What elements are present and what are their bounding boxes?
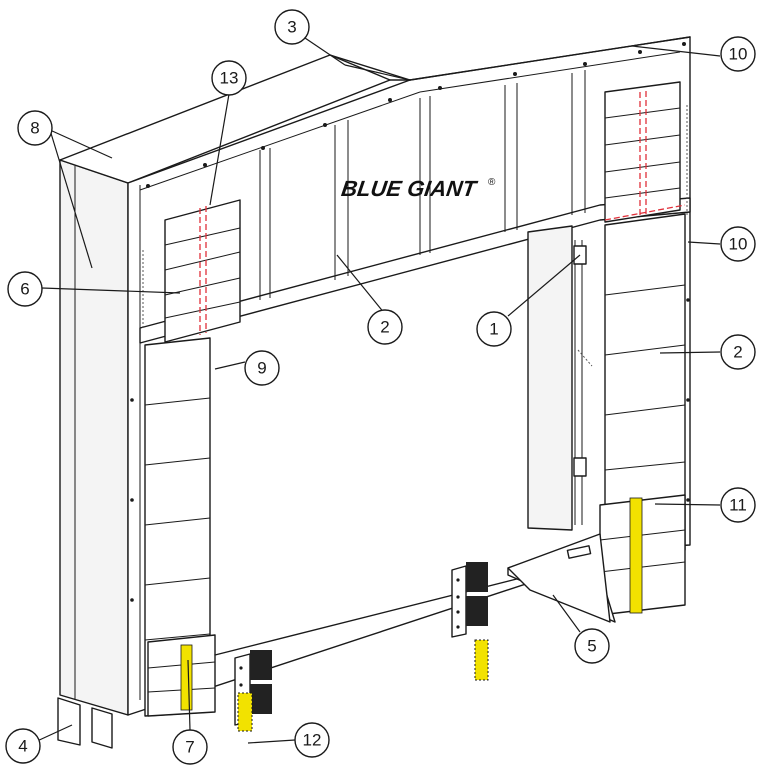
svg-text:11: 11 <box>729 496 747 515</box>
svg-text:10: 10 <box>729 45 748 64</box>
svg-text:4: 4 <box>18 737 27 756</box>
callout-2-center: 2 <box>367 309 403 345</box>
callout-13: 13 <box>211 60 247 96</box>
svg-text:9: 9 <box>257 359 266 378</box>
platform-plate <box>507 533 616 623</box>
callout-5: 5 <box>574 628 610 664</box>
right-side-curtain <box>599 105 688 616</box>
svg-text:1: 1 <box>489 320 498 339</box>
brand-logo-text: BLUE GIANT <box>340 176 480 201</box>
callout-7: 7 <box>172 729 208 765</box>
callout-1: 1 <box>476 311 512 347</box>
svg-text:13: 13 <box>220 69 239 88</box>
svg-text:3: 3 <box>287 18 296 37</box>
safety-sticker-right <box>474 639 489 681</box>
frame-bolts <box>130 42 690 602</box>
svg-text:5: 5 <box>587 637 596 656</box>
svg-text:10: 10 <box>729 235 748 254</box>
svg-text:8: 8 <box>30 119 39 138</box>
callout-11: 11 <box>720 487 756 523</box>
bumper-right <box>451 562 488 638</box>
callout-2-right: 2 <box>720 334 756 370</box>
left-side-curtain <box>142 250 216 717</box>
brand-registered-mark: ® <box>488 177 496 188</box>
leader-lines <box>34 37 721 744</box>
callout-3: 3 <box>274 9 310 45</box>
svg-text:6: 6 <box>20 280 29 299</box>
callout-6: 6 <box>7 271 43 307</box>
callout-9: 9 <box>244 350 280 386</box>
callout-12: 12 <box>294 722 330 758</box>
svg-text:2: 2 <box>733 343 742 362</box>
left-upper-curtain <box>164 199 241 343</box>
callout-8: 8 <box>17 110 53 146</box>
svg-text:7: 7 <box>185 738 194 757</box>
right-upper-curtain <box>604 81 686 223</box>
brand-logo: BLUE GIANT ® <box>340 176 496 201</box>
callout-10-top: 10 <box>720 36 756 72</box>
right-safety-stripe <box>629 497 643 614</box>
left-safety-stripe <box>180 644 193 711</box>
svg-text:12: 12 <box>303 731 322 750</box>
safety-sticker-left <box>237 692 253 732</box>
svg-text:2: 2 <box>380 318 389 337</box>
inner-jamb <box>527 225 593 531</box>
callout-4: 4 <box>5 728 41 764</box>
callout-10-side: 10 <box>720 226 756 262</box>
